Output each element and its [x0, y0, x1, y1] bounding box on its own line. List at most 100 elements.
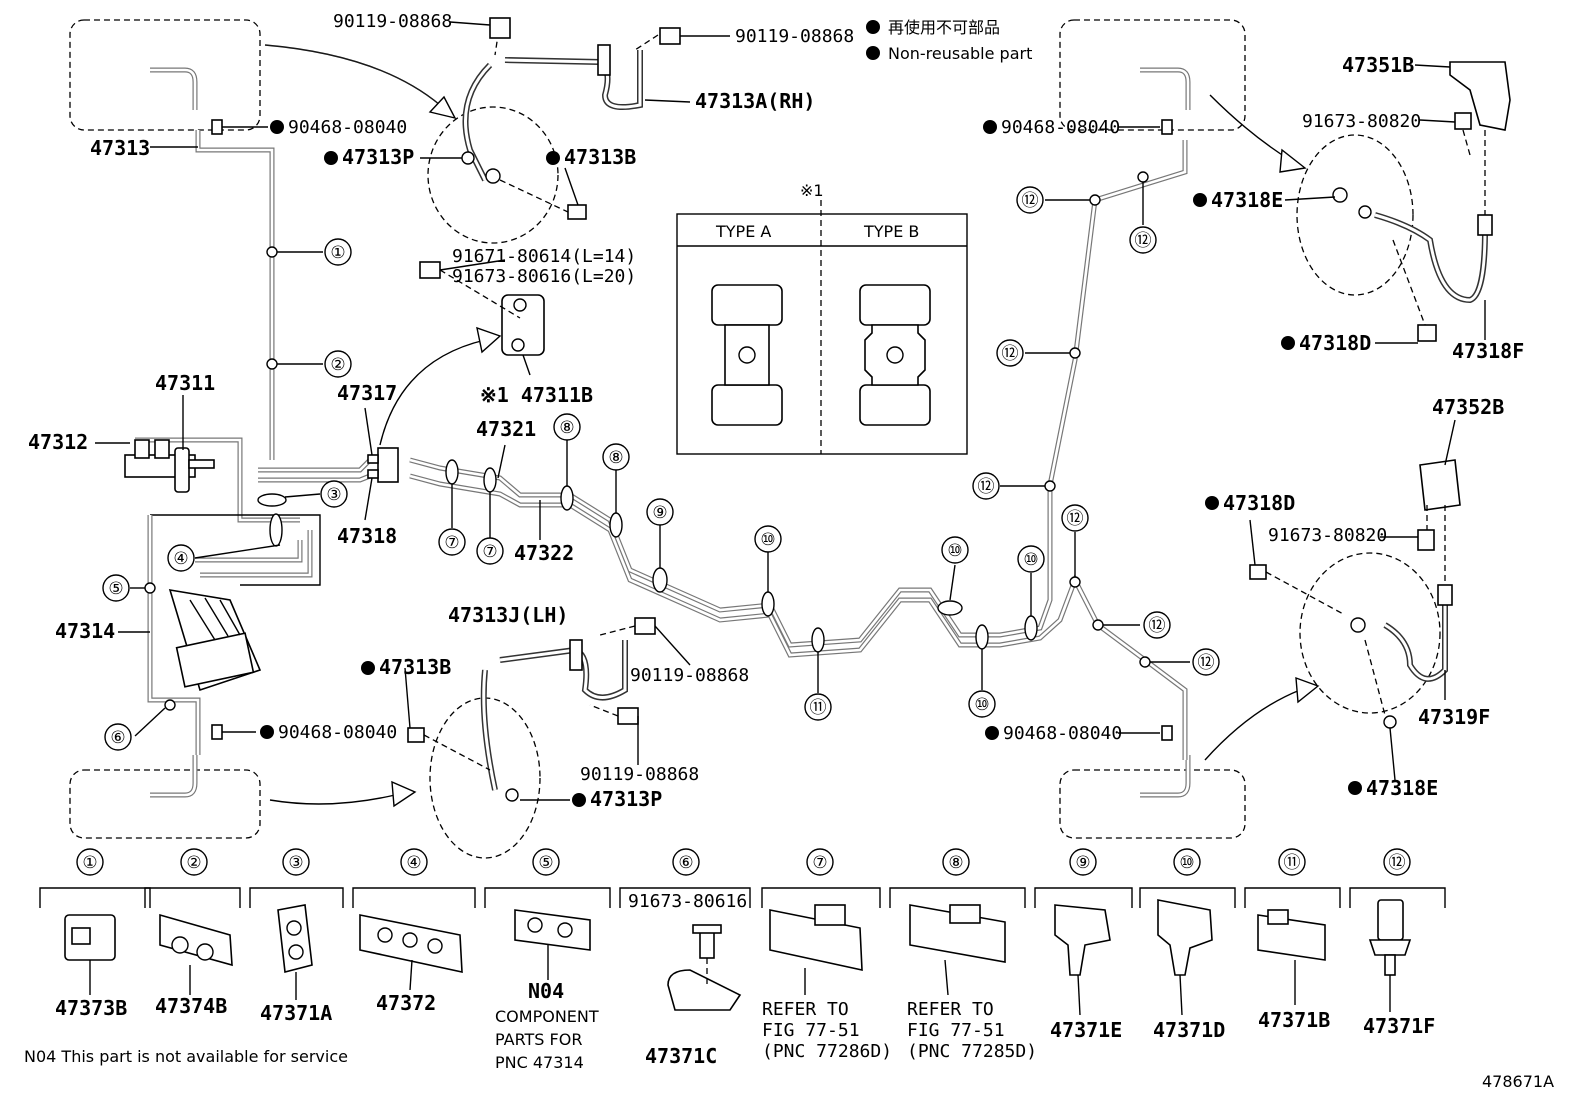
callout-12d: ⑫ — [978, 477, 995, 497]
row-part-47371a: 47371A — [260, 1001, 332, 1025]
label-90119-mid: 90119-08868 — [630, 665, 749, 686]
row-num-2: ② — [186, 853, 201, 873]
arrows — [264, 44, 1320, 808]
label-47318f: 47318F — [1452, 339, 1524, 363]
row-7-line1: REFER TO — [762, 999, 849, 1020]
row-num-4: ④ — [406, 853, 421, 873]
row-part-47373b: 47373B — [55, 996, 127, 1020]
footer-note: N04 This part is not available for servi… — [24, 1047, 348, 1066]
callouts: ① ② ③ ④ ⑤ ⑥ ⑦ ⑦ ⑧ ⑧ ⑨ ⑩ ⑪ ⑩ ⑩ ⑩ ⑫ ⑫ ⑫ ⑫ … — [102, 186, 1220, 751]
row-8-line1: REFER TO — [907, 999, 994, 1020]
label-47313p-top: 47313P — [342, 145, 414, 169]
abs-actuator — [168, 588, 262, 692]
wheel-box-top-left — [69, 19, 261, 131]
brake-lines — [135, 130, 1188, 760]
callout-8a: ⑧ — [559, 418, 574, 438]
label-47322: 47322 — [514, 541, 574, 565]
label-47352b: 47352B — [1432, 395, 1504, 419]
label-91671: 91671-80614(L=14) — [452, 246, 636, 267]
legend-ja: 再使用不可部品 — [888, 18, 1000, 37]
row-part-47371f: 47371F — [1363, 1014, 1435, 1038]
callout-2: ② — [330, 355, 345, 375]
row-part-n04: N04 — [528, 979, 564, 1003]
legend: 再使用不可部品 Non-reusable part — [866, 18, 1032, 63]
label-47313p-bot: 47313P — [590, 787, 662, 811]
callout-12g: ⑫ — [1198, 653, 1215, 673]
callout-10a: ⑩ — [760, 530, 775, 550]
junction-block — [367, 447, 399, 483]
label-47312: 47312 — [28, 430, 88, 454]
row-part-47371c: 47371C — [645, 1044, 717, 1068]
row-num-12: ⑫ — [1389, 853, 1406, 873]
row-8-line3: (PNC 77285D) — [907, 1041, 1037, 1062]
label-90119-top2: 90119-08868 — [735, 26, 854, 47]
callout-12e: ⑫ — [1067, 509, 1084, 529]
wheel-box-top-right — [1059, 19, 1246, 131]
callout-4: ④ — [173, 549, 188, 569]
callout-12c: ⑫ — [1002, 344, 1019, 364]
leader-lines — [95, 146, 1190, 737]
hose-rear-rh — [1118, 61, 1511, 344]
callout-12a: ⑫ — [1022, 191, 1039, 211]
label-47319f: 47319F — [1418, 705, 1490, 729]
row-6-bolt: 91673-80616 — [628, 891, 747, 912]
row-num-3: ③ — [288, 853, 303, 873]
row-num-7: ⑦ — [812, 853, 827, 873]
row-num-11: ⑪ — [1284, 853, 1301, 873]
row-num-1: ① — [82, 853, 97, 873]
row-part-47371d: 47371D — [1153, 1018, 1225, 1042]
label-91673-r1: 91673-80820 — [1302, 111, 1421, 132]
callout-10d: ⑩ — [1023, 550, 1038, 570]
label-47318e-bot: 47318E — [1366, 776, 1438, 800]
row-num-5: ⑤ — [538, 853, 553, 873]
callout-3: ③ — [326, 485, 341, 505]
callout-1: ① — [330, 243, 345, 263]
label-47313a: 47313A(RH) — [695, 89, 815, 113]
row-num-9: ⑨ — [1075, 853, 1090, 873]
hose-front-rh — [420, 17, 730, 244]
left-fittings — [211, 119, 268, 740]
label-90468-br: 90468-08040 — [1003, 723, 1122, 744]
label-47314: 47314 — [55, 619, 115, 643]
part-labels: 47313 90468-08040 90119-08868 90119-0886… — [28, 11, 1524, 811]
wheel-box-bottom-right — [1059, 755, 1246, 839]
callout-5: ⑤ — [108, 579, 123, 599]
hose-front-lh — [404, 617, 691, 859]
label-47313b-bot: 47313B — [379, 655, 451, 679]
callout-12b: ⑫ — [1135, 231, 1152, 251]
callout-7b: ⑦ — [482, 542, 497, 562]
row-7-line2: FIG 77-51 — [762, 1020, 860, 1041]
label-47317: 47317 — [337, 381, 397, 405]
label-47318d-mid: 47318D — [1223, 491, 1295, 515]
type-box-text: ※1 TYPE A TYPE B — [715, 181, 919, 241]
callout-11: ⑪ — [810, 698, 827, 718]
type-b-label: TYPE B — [863, 222, 919, 241]
row-num-10: ⑩ — [1179, 853, 1194, 873]
parts-row-drawings — [64, 899, 1412, 1016]
parts-row-labels: ① ② ③ ④ ⑤ ⑥ ⑦ ⑧ ⑨ ⑩ ⑪ ⑫ 47373B 47374B 47… — [55, 848, 1435, 1072]
callout-9: ⑨ — [652, 503, 667, 523]
label-47318d-top: 47318D — [1299, 331, 1371, 355]
type-a-label: TYPE A — [715, 222, 771, 241]
callout-8b: ⑧ — [608, 448, 623, 468]
label-47311b: ※1 47311B — [480, 383, 593, 407]
master-cylinder — [124, 439, 215, 493]
row-num-8: ⑧ — [948, 853, 963, 873]
bracket-47311b — [419, 259, 545, 376]
label-47351b: 47351B — [1342, 53, 1414, 77]
label-90119-bot: 90119-08868 — [580, 764, 699, 785]
line-clips — [144, 171, 1151, 711]
row-5-line2: PARTS FOR — [495, 1030, 582, 1049]
label-47313: 47313 — [90, 136, 150, 160]
type-box — [676, 200, 968, 455]
row-5-line3: PNC 47314 — [495, 1053, 584, 1072]
label-47311: 47311 — [155, 371, 215, 395]
wheel-box-bottom-left — [69, 755, 261, 839]
hose-rear-lh — [1118, 419, 1461, 781]
callout-10c: ⑩ — [974, 695, 989, 715]
label-47313b-top: 47313B — [564, 145, 636, 169]
label-47318: 47318 — [337, 524, 397, 548]
label-91673-top: 91673-80616(L=20) — [452, 266, 636, 287]
row-5-line1: COMPONENT — [495, 1007, 599, 1026]
